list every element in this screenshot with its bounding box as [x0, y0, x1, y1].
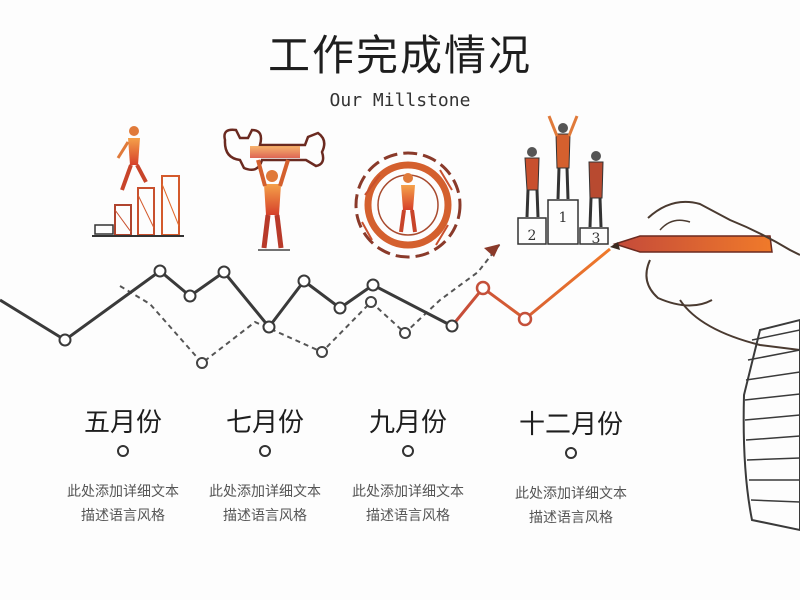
hand-drawing-pen-icon: [610, 200, 800, 532]
desc-line: 此处添加详细文本: [209, 484, 321, 500]
podium-label-2: 2: [528, 228, 537, 244]
dashed-trend-line: [119, 243, 501, 369]
milestone-markers: [117, 445, 577, 459]
page-subtitle: Our Millstone: [329, 90, 471, 111]
milestone-desc-july: 此处添加详细文本 描述语言风格: [185, 480, 345, 528]
milestone-desc-september: 此处添加详细文本 描述语言风格: [328, 480, 488, 528]
milestone-month-september: 九月份: [368, 408, 447, 438]
desc-line: 描述语言风格: [366, 508, 450, 524]
desc-line: 描述语言风格: [81, 508, 165, 524]
page-title: 工作完成情况: [267, 31, 532, 80]
solid-trend-line: [0, 247, 611, 347]
podium-label-3: 3: [592, 231, 601, 247]
milestone-dot: [402, 445, 414, 457]
podium-winners-icon: 2 1 3: [517, 115, 609, 247]
gear-person-icon: [354, 151, 462, 259]
milestone-desc-december: 此处添加详细文本 描述语言风格: [491, 482, 651, 530]
milestone-dot: [259, 445, 271, 457]
desc-line: 描述语言风格: [529, 510, 613, 526]
milestone-month-july: 七月份: [225, 408, 304, 438]
milestone-month-december: 十二月份: [518, 410, 623, 440]
desc-line: 此处添加详细文本: [67, 484, 179, 500]
bar-chart-climber-icon: [92, 126, 184, 237]
milestone-desc-may: 此处添加详细文本 描述语言风格: [43, 480, 203, 528]
wrench-lifter-icon: [223, 128, 326, 251]
desc-line: 此处添加详细文本: [515, 486, 627, 502]
desc-line: 描述语言风格: [223, 508, 307, 524]
milestone-month-may: 五月份: [83, 408, 162, 438]
arrow-head-icon: [484, 244, 500, 257]
desc-line: 此处添加详细文本: [352, 484, 464, 500]
podium-label-1: 1: [559, 210, 568, 226]
milestone-dot: [565, 447, 577, 459]
milestone-dot: [117, 445, 129, 457]
